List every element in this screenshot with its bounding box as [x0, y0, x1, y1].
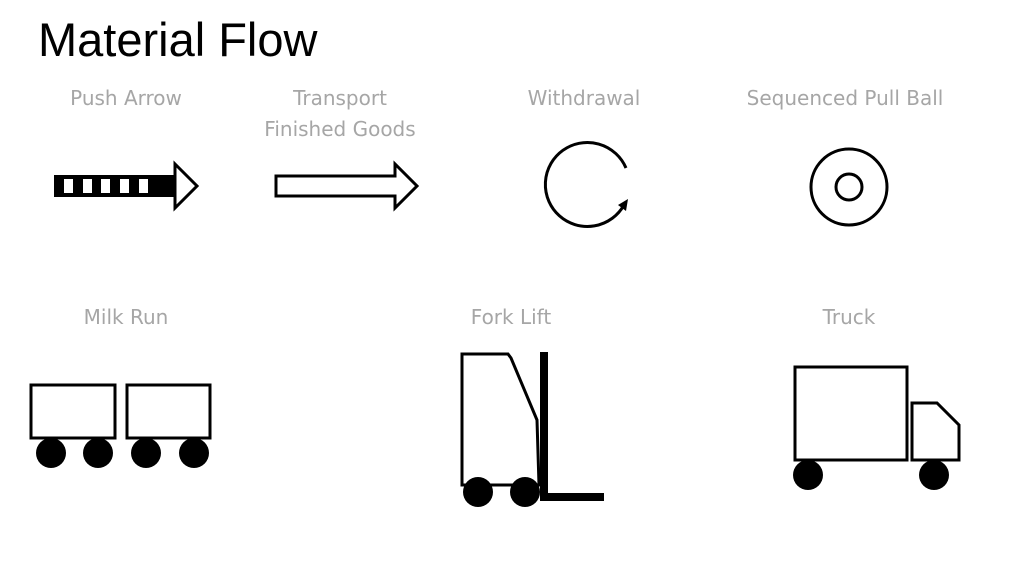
label-pull-ball: Sequenced Pull Ball [747, 86, 944, 110]
label-truck: Truck [822, 305, 876, 329]
label-withdrawal: Withdrawal [528, 86, 641, 110]
milk-run-icon [29, 383, 212, 468]
label-transport-line2: Finished Goods [264, 117, 415, 141]
label-transport-line1: Transport [292, 86, 387, 110]
label-milk-run: Milk Run [84, 305, 169, 329]
push-arrow-icon [54, 160, 200, 212]
truck-icon [793, 365, 961, 490]
pull-ball-icon [809, 147, 889, 227]
forklift-icon [460, 352, 604, 507]
label-fork-lift: Fork Lift [471, 305, 552, 329]
transport-arrow-icon [274, 160, 420, 212]
withdrawal-icon [543, 140, 628, 228]
slide-title: Material Flow [38, 13, 319, 66]
label-push-arrow: Push Arrow [70, 86, 182, 110]
